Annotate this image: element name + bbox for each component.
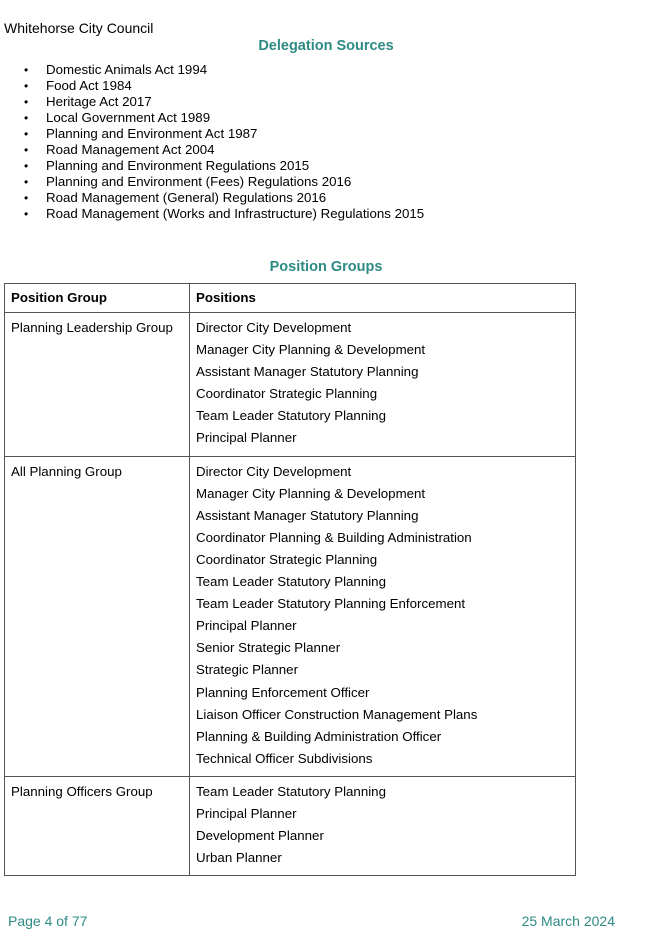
source-label: Planning and Environment Regulations 201… [46, 158, 310, 173]
list-item: • Planning and Environment Regulations 20… [0, 158, 424, 174]
list-item: Team Leader Statutory Planning [196, 574, 386, 590]
list-item: Urban Planner [196, 850, 282, 866]
group-name: Planning Officers Group [11, 783, 153, 799]
list-item: Planning & Building Administration Offic… [196, 728, 442, 744]
list-item: Principal Planner [196, 618, 297, 634]
list-item: Technical Officer Subdivisions [196, 750, 373, 766]
delegation-sources-list: • Domestic Animals Act 1994 • Food Act 198… [0, 62, 424, 222]
table-row: All Planning Group Director City Develop… [4, 455, 576, 777]
table-header-row: Position Group Positions [4, 283, 576, 313]
source-label: Planning and Environment (Fees) Regulati… [46, 174, 352, 189]
positions-cell: Director City Development Manager City P… [189, 455, 576, 777]
positions-cell: Team Leader Statutory Planning Principal… [189, 775, 576, 877]
source-label: Food Act 1984 [46, 78, 132, 93]
list-item: Principal Planner [196, 430, 297, 446]
position-groups-table: Position Group Positions Planning Leader… [4, 283, 576, 877]
list-item: Assistant Manager Statutory Planning [196, 364, 419, 380]
list-item: Development Planner [196, 828, 324, 844]
positions-list: Team Leader Statutory Planning Principal… [196, 782, 569, 870]
bullet-icon: • [24, 111, 29, 125]
list-item: Assistant Manager Statutory Planning [196, 507, 419, 523]
bullet-icon: • [24, 79, 29, 93]
table-row: Planning Officers Group Team Leader Stat… [4, 775, 576, 877]
list-item: Team Leader Statutory Planning Enforceme… [196, 596, 466, 612]
list-item: • Planning and Environment (Fees) Regulat… [0, 174, 424, 190]
list-item: Manager City Planning & Development [196, 485, 426, 501]
positions-cell: Director City Development Manager City P… [189, 312, 576, 457]
group-cell: All Planning Group [4, 455, 190, 777]
delegation-sources-heading: Delegation Sources [258, 38, 394, 54]
bullet-icon: • [24, 95, 29, 109]
positions-list: Director City Development Manager City P… [196, 318, 569, 451]
source-label: Local Government Act 1989 [46, 110, 211, 125]
list-item: Planning Enforcement Officer [196, 684, 370, 700]
list-item: • Road Management (General) Regulations 2… [0, 190, 424, 206]
list-item: Director City Development [196, 463, 352, 479]
list-item: • Domestic Animals Act 1994 [0, 62, 424, 78]
bullet-icon: • [24, 175, 29, 189]
list-item: • Road Management Act 2004 [0, 142, 424, 158]
bullet-icon: • [24, 159, 29, 173]
list-item: • Local Government Act 1989 [0, 110, 424, 126]
position-groups-heading: Position Groups [269, 259, 383, 275]
list-item: Principal Planner [196, 805, 297, 821]
list-item: Manager City Planning & Development [196, 342, 426, 358]
source-label: Planning and Environment Act 1987 [46, 126, 258, 141]
organization-name: Whitehorse City Council [4, 20, 154, 36]
group-cell: Planning Officers Group [4, 775, 190, 877]
table-row: Planning Leadership Group Director City … [4, 312, 576, 457]
source-label: Road Management (Works and Infrastructur… [46, 206, 425, 221]
list-item: Team Leader Statutory Planning [196, 408, 386, 424]
column-header-positions: Positions [189, 283, 576, 313]
page-number: Page 4 of 77 [8, 913, 88, 929]
group-name: Planning Leadership Group [11, 320, 173, 335]
bullet-icon: • [24, 143, 29, 157]
document-date: 25 March 2024 [521, 913, 615, 929]
list-item: • Heritage Act 2017 [0, 94, 424, 110]
list-item: Coordinator Planning & Building Administ… [196, 529, 472, 545]
source-label: Road Management Act 2004 [46, 142, 215, 157]
column-header-position-group: Position Group [4, 283, 190, 313]
list-item: Team Leader Statutory Planning [196, 783, 386, 799]
bullet-icon: • [24, 127, 29, 141]
list-item: Senior Strategic Planner [196, 640, 341, 656]
list-item: • Food Act 1984 [0, 78, 424, 94]
positions-list: Director City Development Manager City P… [196, 462, 569, 771]
bullet-icon: • [24, 191, 29, 205]
source-label: Domestic Animals Act 1994 [46, 62, 208, 77]
list-item: Strategic Planner [196, 662, 298, 678]
list-item: • Planning and Environment Act 1987 [0, 126, 424, 142]
source-label: Heritage Act 2017 [46, 94, 152, 109]
list-item: Liaison Officer Construction Management … [196, 706, 478, 722]
list-item: • Road Management (Works and Infrastructu… [0, 206, 424, 222]
bullet-icon: • [24, 207, 29, 221]
group-cell: Planning Leadership Group [4, 312, 190, 457]
list-item: Director City Development [196, 320, 352, 335]
bullet-icon: • [24, 63, 29, 77]
list-item: Coordinator Strategic Planning [196, 386, 378, 402]
group-name: All Planning Group [11, 463, 122, 479]
source-label: Road Management (General) Regulations 20… [46, 190, 327, 205]
list-item: Coordinator Strategic Planning [196, 551, 378, 567]
